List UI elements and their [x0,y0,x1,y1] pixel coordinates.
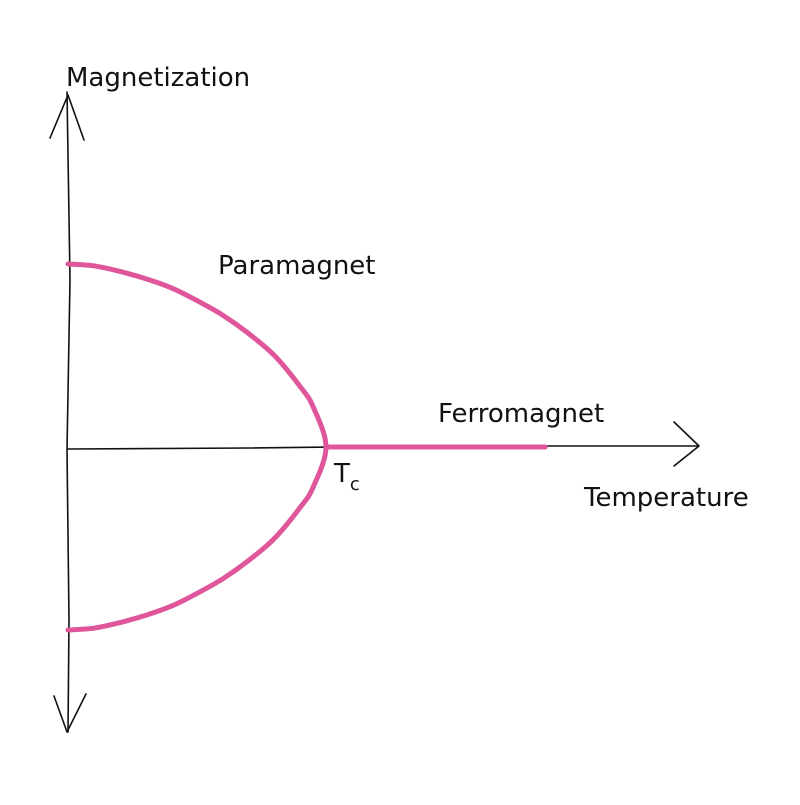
critical-temperature-symbol: T [333,459,350,489]
y-axis-bottom-arrow [53,693,87,733]
critical-temperature-subscript: c [350,474,360,495]
critical-temperature-label: Tc [333,459,360,495]
y-axis-top-arrow [49,94,85,141]
y-axis-label: Magnetization [66,63,250,93]
x-axis-label: Temperature [583,483,749,513]
y-axis-line [66,91,71,733]
x-axis-arrow [673,421,700,467]
ferromagnet-label: Ferromagnet [438,399,604,429]
paramagnet-label: Paramagnet [218,251,376,281]
